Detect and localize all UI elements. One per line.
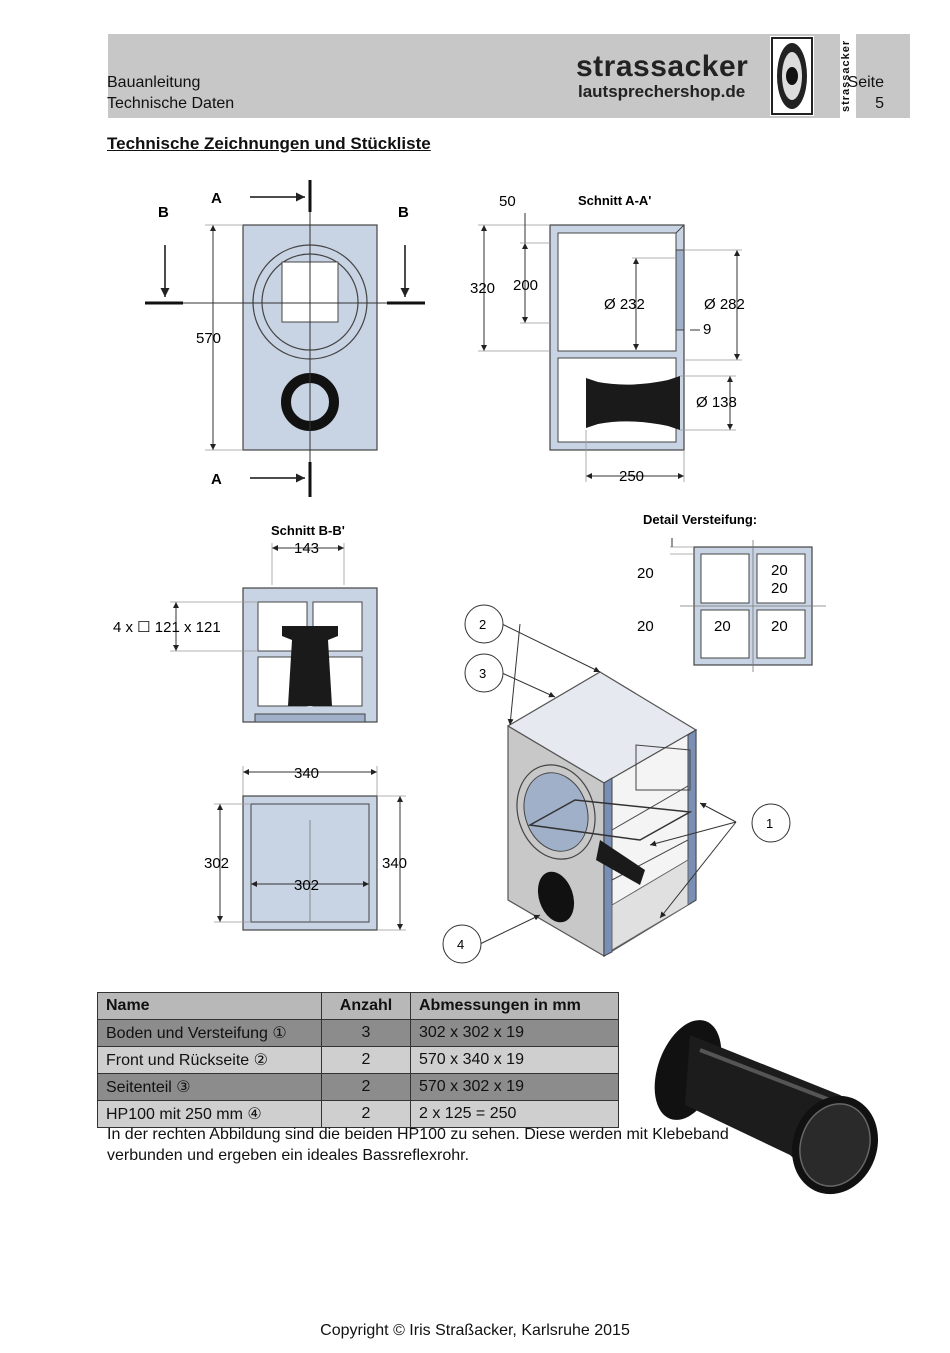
detail-dim-20-e: 20 (714, 618, 731, 635)
section-aa: Schnitt A-A' 320 200 50 Ø 232 Ø 282 9 Ø … (470, 193, 745, 485)
detail-bracing: Detail Versteifung: 20 20 20 20 20 20 (637, 512, 826, 672)
header-left: Bauanleitung Technische Daten (107, 72, 234, 114)
speaker-logo-icon (770, 36, 814, 116)
brand-website: lautsprechershop.de (578, 82, 746, 101)
dim-200: 200 (513, 277, 538, 294)
callout-2-label: 2 (479, 617, 486, 632)
col-count: Anzahl (321, 992, 411, 1020)
detail-dim-20-c: 20 (771, 580, 788, 597)
table-header-row: Name Anzahl Abmessungen in mm (97, 992, 619, 1020)
callout-3 (464, 653, 504, 693)
dim-front-height: 570 (196, 330, 221, 347)
dim-d282: Ø 282 (704, 296, 745, 313)
page-number: 5 (875, 95, 884, 112)
callout-1-label: 1 (766, 816, 773, 831)
detail-dim-20-b: 20 (771, 562, 788, 579)
callout-4 (442, 924, 482, 964)
dim-143: 143 (294, 540, 319, 557)
bass-reflex-tube-image (654, 1020, 879, 1195)
callout-4-label: 4 (457, 937, 464, 952)
header-doc-type: Bauanleitung (107, 74, 201, 91)
front-view: A A B B 570 (145, 180, 425, 497)
dim-50: 50 (499, 193, 516, 210)
dim-9: 9 (703, 321, 711, 338)
section-bb-title: Schnitt B-B' (271, 523, 345, 538)
dim-320: 320 (470, 280, 495, 297)
detail-dim-20-a: 20 (637, 565, 654, 582)
dim-250: 250 (619, 468, 644, 485)
cell-dims: 570 x 340 x 19 (410, 1046, 619, 1074)
dim-340-top: 340 (294, 765, 319, 782)
cell-name: Seitenteil ③ (97, 1073, 322, 1101)
upper-chamber (557, 232, 677, 352)
page-label: Seite (847, 74, 884, 91)
parts-table: Name Anzahl Abmessungen in mm Boden und … (97, 992, 619, 1128)
cell-name: Boden und Versteifung ① (97, 1019, 322, 1047)
bass-port-section (586, 376, 680, 430)
section-bb: Schnitt B-B' 143 4 x ☐ 121 x 121 (113, 523, 378, 723)
cell-dims: 570 x 302 x 19 (410, 1073, 619, 1101)
isometric-view (506, 671, 698, 958)
page-title: Technische Zeichnungen und Stückliste (107, 134, 431, 153)
table-row: Seitenteil ③ 2 570 x 302 x 19 (97, 1073, 619, 1101)
header-section: Technische Daten (107, 95, 235, 112)
table-row: Front und Rückseite ② 2 570 x 340 x 19 (97, 1046, 619, 1074)
callouts: 1 2 3 4 (442, 604, 791, 964)
cell-name: Front und Rückseite ② (97, 1046, 322, 1074)
label-b-right: B (398, 204, 409, 221)
col-dims: Abmessungen in mm (410, 992, 619, 1020)
label-a-top: A (211, 190, 222, 207)
page-indicator: Seite 5 (842, 72, 884, 114)
technical-drawing: A A B B 570 Schnitt A-A' 320 200 50 Ø 23… (113, 180, 826, 964)
callout-3-label: 3 (479, 666, 486, 681)
label-a-bottom: A (211, 471, 222, 488)
detail-title: Detail Versteifung: (643, 512, 757, 527)
cell-dims: 2 x 125 = 250 (410, 1100, 619, 1128)
dim-d138: Ø 138 (696, 394, 737, 411)
iso-port-opening (537, 871, 575, 923)
cell-dims: 302 x 302 x 19 (410, 1019, 619, 1047)
cell-count: 2 (321, 1046, 411, 1074)
dim-4x121: 4 x ☐ 121 x 121 (113, 619, 221, 636)
cell-count: 2 (321, 1100, 411, 1128)
cell-name: HP100 mit 250 mm ④ (97, 1100, 322, 1128)
cell-count: 2 (321, 1073, 411, 1101)
brand-name: strassacker (576, 50, 749, 83)
top-view: 340 302 302 340 (204, 765, 407, 931)
detail-dim-20-d: 20 (637, 618, 654, 635)
cell-count: 3 (321, 1019, 411, 1047)
section-aa-title: Schnitt A-A' (578, 193, 651, 208)
table-row: Boden und Versteifung ① 3 302 x 302 x 19 (97, 1019, 619, 1047)
dim-302-left: 302 (204, 855, 229, 872)
callout-1 (751, 803, 791, 843)
port-section-bb (282, 626, 338, 706)
dim-340-right: 340 (382, 855, 407, 872)
detail-dim-20-f: 20 (771, 618, 788, 635)
callout-2 (464, 604, 504, 644)
label-b-left: B (158, 204, 169, 221)
table-row: HP100 mit 250 mm ④ 2 2 x 125 = 250 (97, 1100, 619, 1128)
dim-302-inner: 302 (294, 877, 319, 894)
col-name: Name (97, 992, 322, 1020)
note-text: In der rechten Abbildung sind die beiden… (107, 1126, 729, 1164)
dim-d232: Ø 232 (604, 296, 645, 313)
copyright: Copyright © Iris Straßacker, Karlsruhe 2… (320, 1322, 630, 1339)
